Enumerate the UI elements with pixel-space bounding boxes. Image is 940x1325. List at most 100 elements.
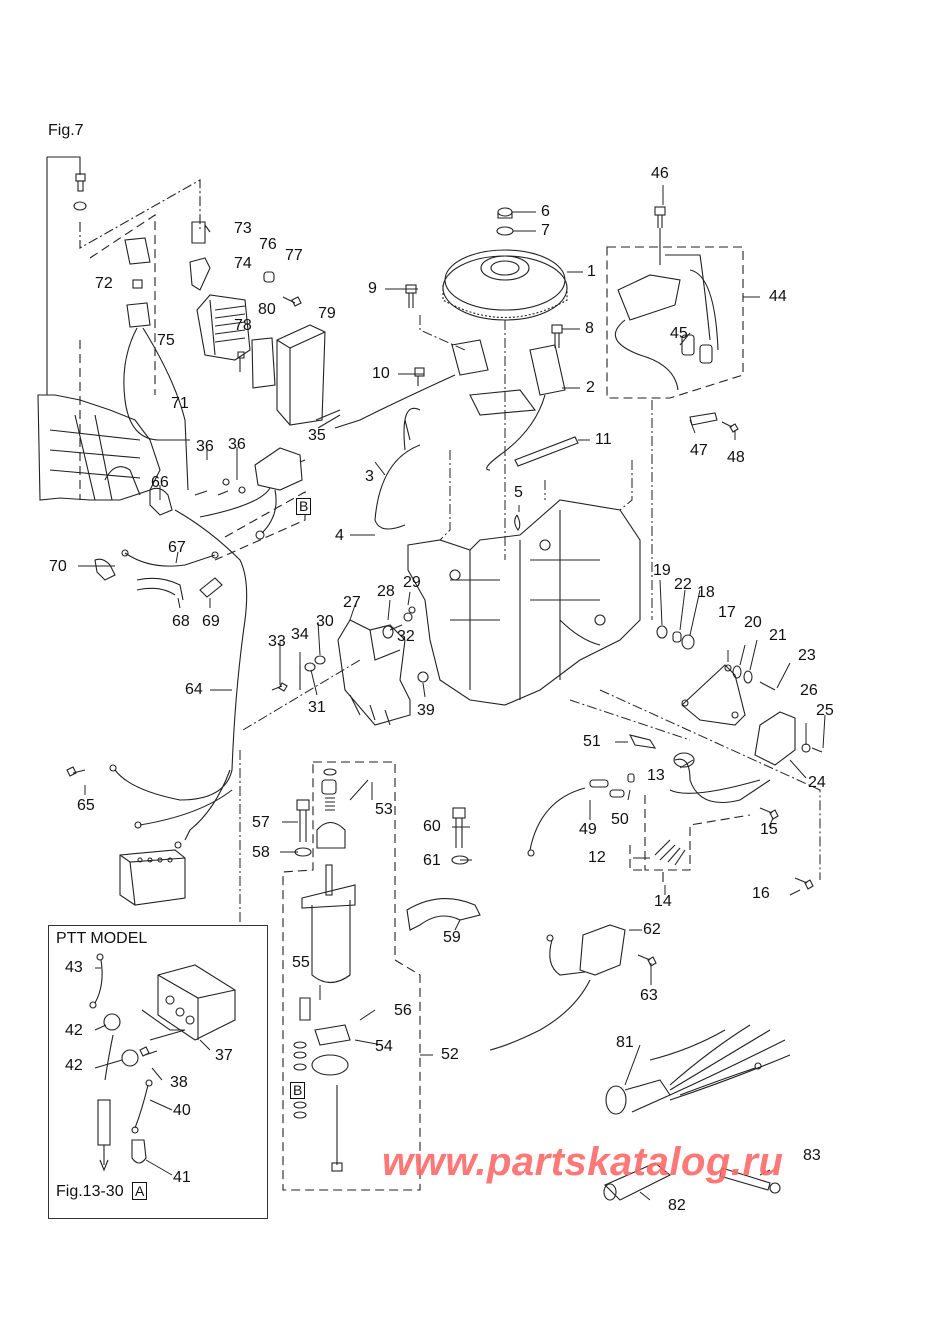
fig-13-30-reference[interactable]: Fig.13-30 A xyxy=(56,1182,148,1201)
part-6-nut xyxy=(497,207,513,219)
callout-59: 59 xyxy=(443,929,461,946)
callout-66: 66 xyxy=(151,474,169,491)
part-71-cable xyxy=(123,327,190,491)
part-44-box xyxy=(606,246,744,399)
part-35-starter-relay xyxy=(199,447,303,540)
ref-b-frame xyxy=(214,491,306,561)
part-1-flywheel xyxy=(442,249,568,321)
small-parts-27-group xyxy=(271,606,429,692)
callout-47: 47 xyxy=(690,442,708,459)
callout-5: 5 xyxy=(514,484,523,501)
callout-82: 82 xyxy=(668,1197,686,1214)
callout-48: 48 xyxy=(727,449,745,466)
part-77-bolt xyxy=(282,296,302,307)
callout-31: 31 xyxy=(308,699,326,716)
part-65-bolt xyxy=(66,766,86,777)
callout-10: 10 xyxy=(372,365,390,382)
callout-56: 56 xyxy=(394,1002,412,1019)
part-16-bolt xyxy=(794,877,814,890)
part-41-cap xyxy=(131,1139,147,1164)
callout-25: 25 xyxy=(816,702,834,719)
callout-46: 46 xyxy=(651,165,669,182)
part-42-cap-1 xyxy=(103,1013,121,1031)
part-66-cap xyxy=(149,487,173,516)
part-42-cap-2 xyxy=(121,1049,139,1067)
ref-b-label-2[interactable]: B xyxy=(290,1082,306,1099)
callout-55: 55 xyxy=(292,954,310,971)
callout-18: 18 xyxy=(697,584,715,601)
fig-7-reference[interactable]: Fig.7 xyxy=(48,122,84,139)
part-79-cover xyxy=(276,324,326,426)
callout-33: 33 xyxy=(268,633,286,650)
leader-lines xyxy=(78,185,826,1201)
part-52-box xyxy=(282,761,421,1191)
callout-2: 2 xyxy=(586,379,595,396)
callout-42-b: 42 xyxy=(65,1057,83,1074)
part-12-connectors xyxy=(654,839,686,866)
callout-44: 44 xyxy=(769,288,787,305)
fig7-bracket xyxy=(46,156,201,395)
part-68-tube xyxy=(136,577,184,601)
callout-45: 45 xyxy=(670,325,688,342)
part-75-rectifier xyxy=(196,294,251,361)
link-lines xyxy=(239,315,821,925)
ref-a-label: A xyxy=(132,1182,148,1200)
callout-80: 80 xyxy=(258,301,276,318)
callout-39: 39 xyxy=(417,702,435,719)
callout-75: 75 xyxy=(157,332,175,349)
part-72-relay xyxy=(124,237,151,328)
callout-22: 22 xyxy=(674,576,692,593)
engine-block xyxy=(407,499,641,706)
callout-61: 61 xyxy=(423,852,441,869)
callout-72: 72 xyxy=(95,275,113,292)
screw-icon xyxy=(73,173,87,211)
part-50-plug xyxy=(627,773,635,783)
callout-38: 38 xyxy=(170,1074,188,1091)
callout-40: 40 xyxy=(173,1102,191,1119)
part-13-harness xyxy=(669,752,771,804)
part-7-washer xyxy=(496,226,514,236)
part-43-wire xyxy=(89,953,104,1009)
part-9-bolt xyxy=(405,284,417,308)
part-63-bolt xyxy=(637,954,657,967)
part-73-cap xyxy=(191,221,211,244)
callout-1: 1 xyxy=(587,263,596,280)
part-70-cap xyxy=(94,558,116,581)
callout-30: 30 xyxy=(316,613,334,630)
part-44-ignition-coil xyxy=(614,254,719,391)
battery xyxy=(119,849,186,906)
callout-32: 32 xyxy=(397,628,415,645)
starter-motor xyxy=(301,864,356,984)
callout-81: 81 xyxy=(616,1034,634,1051)
callout-6: 6 xyxy=(541,203,550,220)
part-62-regulator xyxy=(489,924,626,1051)
callout-77: 77 xyxy=(285,247,303,264)
callout-70: 70 xyxy=(49,558,67,575)
callout-17: 17 xyxy=(718,604,736,621)
part-78-bolt xyxy=(237,351,245,372)
part-51-sensor xyxy=(628,734,657,749)
part-48-bolt xyxy=(721,421,739,433)
starter-lower-parts xyxy=(293,997,351,1172)
part-10-bolt xyxy=(414,367,425,386)
callout-50: 50 xyxy=(611,811,629,828)
ref-b-label-1[interactable]: B xyxy=(296,498,312,515)
ptt-cable xyxy=(97,1034,114,1172)
callout-27: 27 xyxy=(343,594,361,611)
callout-37: 37 xyxy=(215,1047,233,1064)
part-11-tube xyxy=(514,436,579,467)
callout-41: 41 xyxy=(173,1169,191,1186)
part-17-link xyxy=(681,664,746,726)
callout-28: 28 xyxy=(377,583,395,600)
part-82-corrugated-tube xyxy=(603,1162,672,1201)
callout-21: 21 xyxy=(769,627,787,644)
part-38-bolt xyxy=(139,1046,158,1057)
part-59-bracket xyxy=(406,898,481,931)
part-40-wire xyxy=(131,1079,153,1134)
part-67-cable xyxy=(121,549,219,567)
callout-78: 78 xyxy=(234,317,252,334)
callout-62: 62 xyxy=(643,921,661,938)
part-8-bolt xyxy=(551,324,563,348)
part-49-wire xyxy=(527,779,625,857)
callout-3: 3 xyxy=(365,468,374,485)
